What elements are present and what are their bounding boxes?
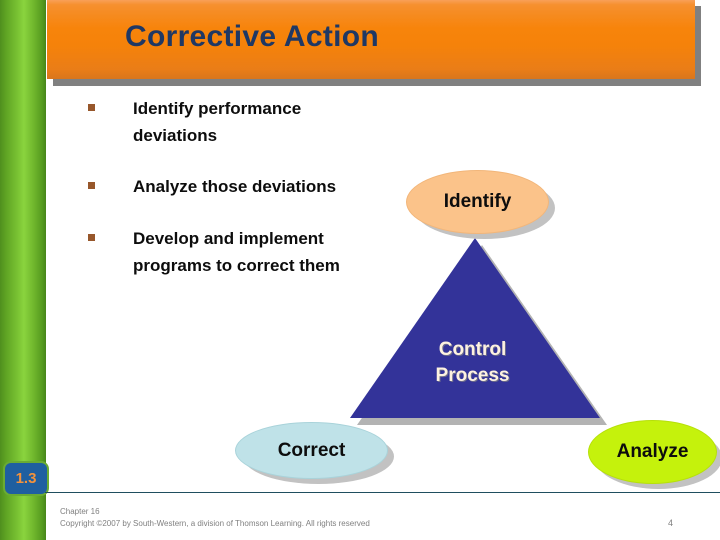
- diagram-node-identify: Identify: [406, 170, 549, 234]
- control-process-triangle: [350, 238, 600, 418]
- bullet-text: Develop and implement programs to correc…: [133, 229, 340, 275]
- node-label: Identify: [444, 191, 512, 213]
- title-banner: Corrective Action: [47, 0, 695, 79]
- bullet-text: Analyze those deviations: [133, 177, 336, 196]
- page-title: Corrective Action: [125, 20, 379, 54]
- footer-block: Chapter 16 Copyright ©2007 by South-West…: [60, 506, 370, 529]
- node-label: Analyze: [615, 440, 691, 464]
- triangle-label: Control Process: [400, 337, 545, 388]
- list-item: Identify performance deviations: [88, 95, 378, 149]
- diagram-node-correct: Correct: [235, 422, 388, 479]
- bullet-list: Identify performance deviations Analyze …: [88, 95, 378, 303]
- footer-copyright: Copyright ©2007 by South-Western, a divi…: [60, 518, 370, 530]
- square-bullet-icon: [88, 234, 95, 241]
- left-green-stripe: [0, 0, 46, 540]
- slide-section-badge: 1.3: [3, 461, 49, 496]
- node-label: Correct: [278, 440, 346, 462]
- footer-chapter: Chapter 16: [60, 506, 370, 518]
- diagram-node-analyze: Analyze: [588, 420, 717, 484]
- square-bullet-icon: [88, 182, 95, 189]
- bullet-text: Identify performance deviations: [133, 99, 301, 145]
- list-item: Develop and implement programs to correc…: [88, 225, 378, 279]
- square-bullet-icon: [88, 104, 95, 111]
- footer-page-number: 4: [668, 518, 673, 528]
- list-item: Analyze those deviations: [88, 173, 378, 200]
- footer-divider: [45, 492, 720, 493]
- badge-text: 1.3: [16, 470, 37, 487]
